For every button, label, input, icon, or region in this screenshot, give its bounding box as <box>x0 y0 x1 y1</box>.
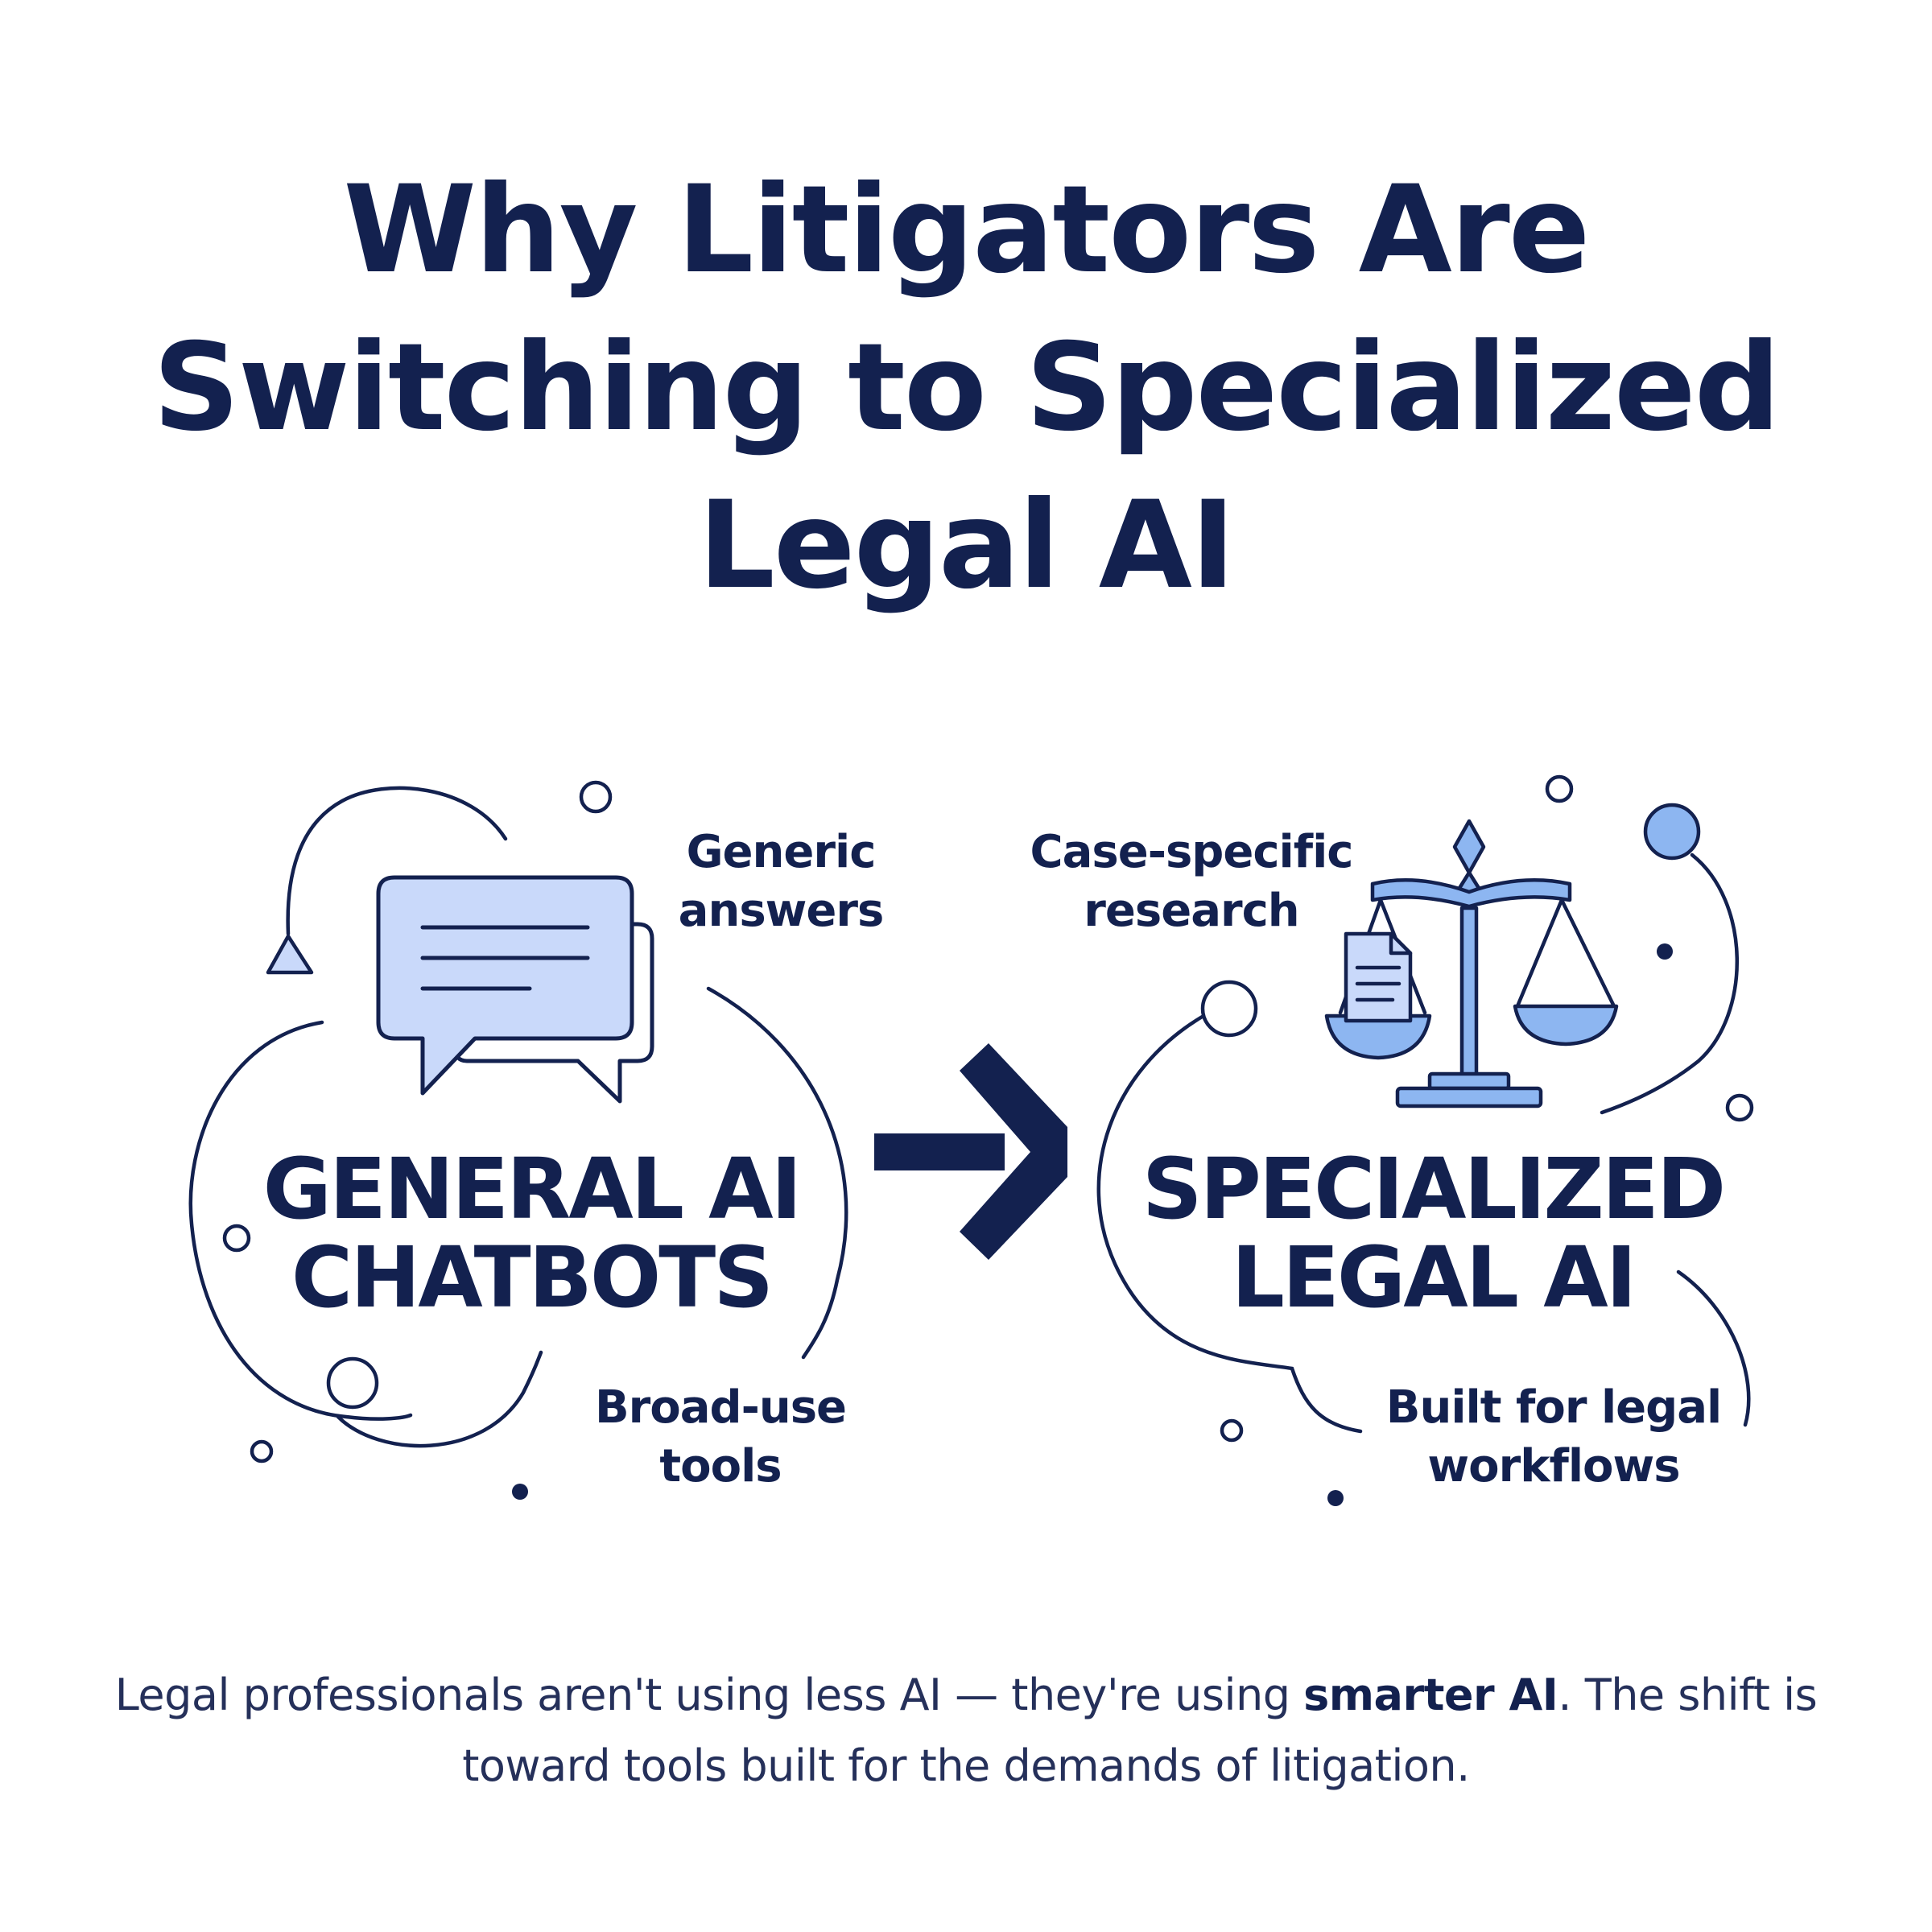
left-note-bottom: Broad-use tools <box>572 1378 869 1496</box>
right-ring-blue-filled <box>1643 803 1701 861</box>
right-heading: SPECIALIZED LEGAL AI <box>1111 1145 1755 1322</box>
scales-finial <box>1452 819 1486 875</box>
left-ring-small-top <box>579 780 613 814</box>
chat-bubbles-icon <box>376 875 654 1104</box>
left-heading: GENERAL AI CHATBOTS <box>233 1145 829 1322</box>
caption-part-1: Legal professionals aren't using less AI… <box>114 1670 1304 1720</box>
document-fold <box>1389 931 1413 956</box>
scales-beam <box>1370 878 1572 909</box>
triangle-marker-icon <box>266 934 314 975</box>
scales-right-pan <box>1513 1004 1619 1046</box>
scales-right-string-a <box>1515 898 1564 1009</box>
scales-base-top <box>1427 1071 1511 1091</box>
right-ring-mid <box>1200 980 1258 1038</box>
left-swoop-bottom <box>336 1350 543 1448</box>
document-icon <box>1344 931 1413 1023</box>
left-ring-large <box>326 1356 379 1410</box>
left-dot-bottom <box>512 1484 528 1500</box>
left-heading-line-2: CHATBOTS <box>291 1228 774 1327</box>
right-note-top-line-2: research <box>1084 885 1299 937</box>
left-swoop-main <box>188 1020 413 1421</box>
title-line-2: Switching to Specialized <box>152 318 1781 458</box>
arrow-right-icon <box>874 1043 1067 1260</box>
scales-right-string-b <box>1559 898 1616 1009</box>
left-note-top-line-1: Generic <box>686 826 877 878</box>
scales-pillar <box>1459 906 1479 1078</box>
caption-emphasis: smarter AI <box>1303 1670 1558 1720</box>
right-heading-line-1: SPECIALIZED <box>1141 1140 1726 1238</box>
left-note-bottom-line-1: Broad-use <box>594 1381 847 1434</box>
page-title: Why Litigators Are Switching to Speciali… <box>0 151 1932 625</box>
right-swoop-main <box>1096 1013 1363 1434</box>
chat-bubble-front <box>376 875 634 1096</box>
title-line-1: Why Litigators Are <box>343 160 1591 300</box>
left-heading-line-1: GENERAL AI <box>262 1140 803 1238</box>
right-swoop-topright <box>1600 852 1739 1115</box>
right-note-bottom-line-2: workflows <box>1427 1440 1680 1492</box>
right-dot-right <box>1657 943 1673 960</box>
right-ring-small-top <box>1545 774 1574 803</box>
right-note-bottom-line-1: Built for legal <box>1385 1381 1722 1434</box>
right-swoop-bottomright <box>1676 1269 1751 1427</box>
right-dot-bottom <box>1327 1490 1344 1506</box>
left-swoop-top <box>286 786 508 936</box>
right-note-top: Case-specific research <box>998 823 1385 940</box>
right-heading-line-2: LEGAL AI <box>1231 1228 1637 1327</box>
left-ring-small-bottom <box>250 1439 274 1463</box>
left-note-top: Generic answers <box>644 823 918 940</box>
caption-text: Legal professionals aren't using less AI… <box>97 1660 1835 1802</box>
title-line-3: Legal AI <box>698 476 1235 616</box>
left-note-top-line-2: answers <box>678 885 885 937</box>
left-swoop-right <box>706 986 848 1360</box>
right-note-bottom: Built for legal workflows <box>1360 1378 1747 1496</box>
caption-part-2: . The shift is toward tools built for th… <box>462 1670 1818 1791</box>
arrow-shaft <box>874 1133 1005 1170</box>
scales-base <box>1395 1086 1543 1108</box>
left-ring-small-mid <box>222 1224 251 1253</box>
scales-left-pan <box>1324 1013 1432 1060</box>
right-ring-small-right <box>1725 1093 1754 1122</box>
scales-of-justice-icon <box>1324 819 1619 1108</box>
left-note-bottom-line-2: tools <box>659 1440 782 1492</box>
right-ring-small-bottom <box>1220 1418 1244 1443</box>
right-note-top-line-1: Case-specific <box>1030 826 1354 878</box>
arrow-head <box>960 1043 1067 1260</box>
